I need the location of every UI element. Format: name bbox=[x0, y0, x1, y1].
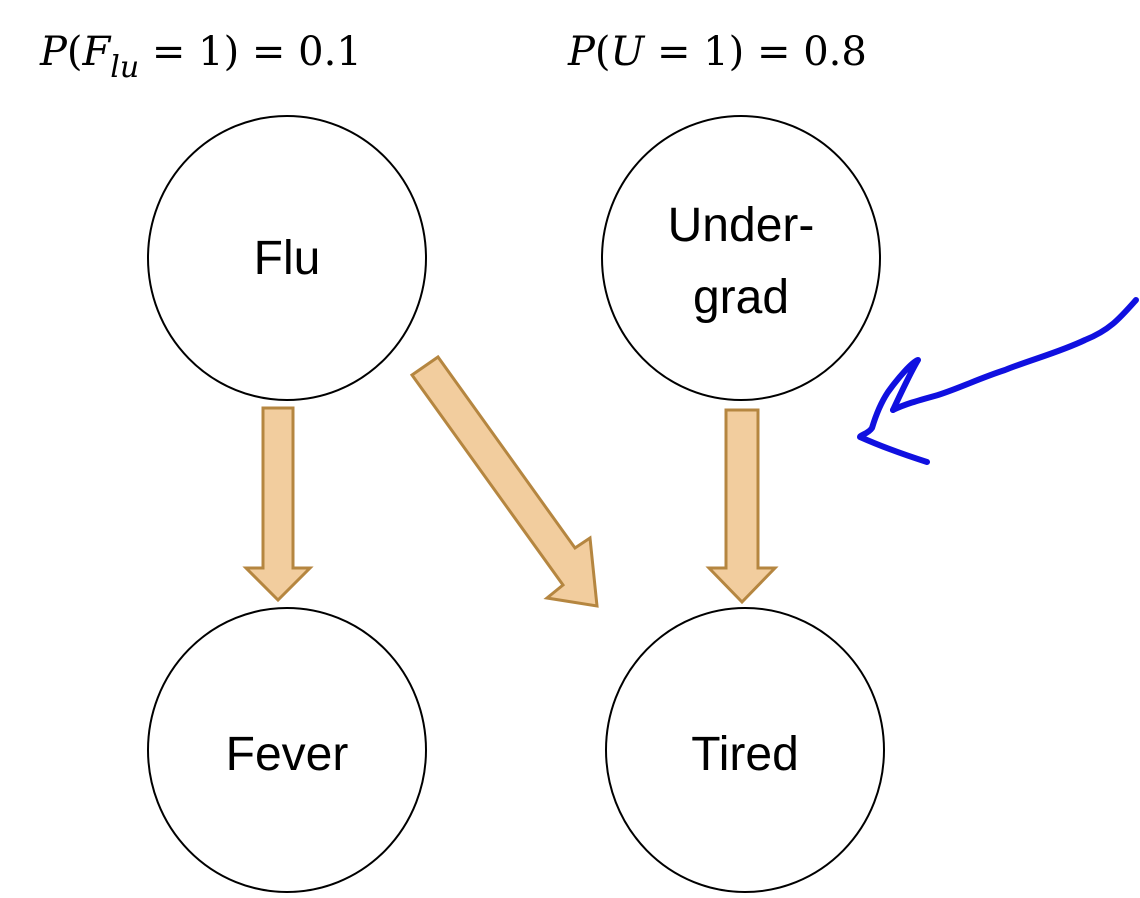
prior-flu-var: P bbox=[39, 29, 68, 75]
node-tired-circle bbox=[605, 607, 885, 893]
arrow-flu-tired-shape bbox=[409, 354, 599, 608]
node-undergrad-label-line1: Under- bbox=[668, 199, 815, 252]
node-fever-label: Fever bbox=[226, 728, 349, 781]
prior-undergrad: P(U = 1) = 0.8 bbox=[567, 29, 867, 75]
prior-undergrad-base: U bbox=[611, 29, 646, 75]
node-undergrad: Under- grad bbox=[601, 115, 881, 401]
prior-undergrad-value: = 1) = 0.8 bbox=[644, 29, 867, 75]
node-tired: Tired bbox=[605, 607, 885, 893]
annotation-arrow-shaft bbox=[890, 297, 1139, 413]
arrow-undergrad-tired-shape bbox=[705, 408, 779, 605]
prior-flu-value: = 1) = 0.1 bbox=[139, 29, 362, 75]
prior-flu: P(Flu = 1) = 0.1 bbox=[39, 29, 362, 85]
prior-flu-open: ( bbox=[67, 29, 83, 75]
node-tired-label: Tired bbox=[691, 728, 799, 781]
node-undergrad-circle bbox=[601, 115, 881, 401]
node-flu: Flu bbox=[147, 115, 427, 401]
hand-drawn-arrow-icon bbox=[857, 297, 1139, 465]
node-fever-circle bbox=[147, 607, 427, 893]
annotation-arrow-head bbox=[857, 357, 930, 465]
prior-flu-subscript: lu bbox=[110, 50, 139, 85]
node-flu-circle bbox=[147, 115, 427, 401]
prior-flu-base: F bbox=[82, 29, 112, 75]
prior-undergrad-open: ( bbox=[595, 29, 611, 75]
arrow-flu-fever-shape bbox=[242, 406, 314, 603]
node-flu-label: Flu bbox=[254, 232, 321, 285]
edge-flu-tired bbox=[409, 354, 599, 608]
edge-flu-fever bbox=[242, 406, 314, 603]
node-fever: Fever bbox=[147, 607, 427, 893]
edge-undergrad-tired bbox=[705, 408, 779, 605]
node-undergrad-label-line2: grad bbox=[693, 271, 789, 324]
prior-undergrad-var: P bbox=[567, 29, 596, 75]
